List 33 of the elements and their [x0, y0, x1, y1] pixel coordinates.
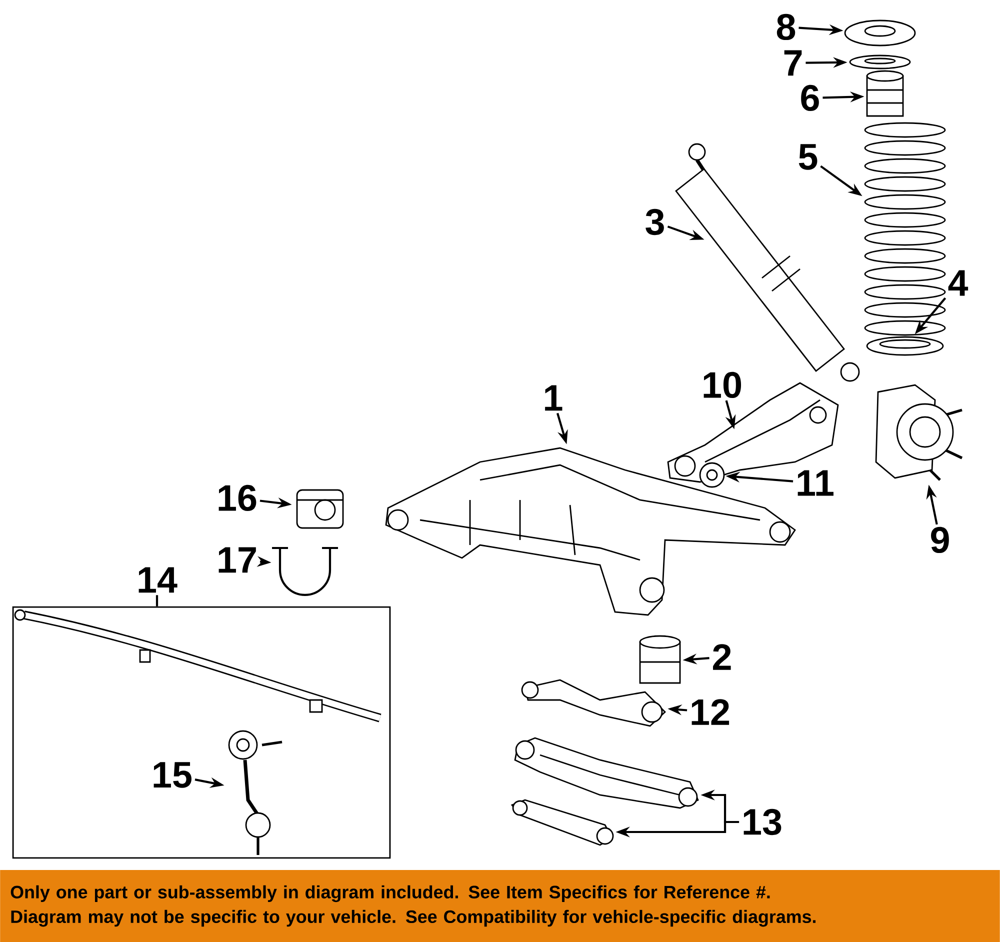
stabilizer-bar-drawing	[14, 609, 382, 722]
callout-number: 17	[218, 547, 256, 573]
leader-line	[156, 595, 158, 606]
subframe-drawing	[385, 447, 796, 616]
notice-banner: Only one part or sub-assembly in diagram included. See Item Specifics for Reference #. Diagram may not be specific to your vehicle. See Compatibility for vehicle-specific diagrams.	[0, 870, 1000, 942]
bushing-drawing	[699, 462, 725, 488]
callout-number: 15	[154, 762, 192, 788]
hub-drawing	[875, 384, 963, 481]
coil-spring-drawing	[864, 122, 946, 336]
callout-number: 12	[692, 699, 730, 725]
strut-mount-drawing	[844, 20, 916, 46]
callout-number: 7	[784, 50, 802, 76]
callout-number: 9	[931, 526, 949, 554]
callout-number: 13	[744, 808, 782, 836]
callout-number: 2	[713, 644, 731, 670]
callout-number: 10	[704, 372, 742, 398]
callout-number: 5	[798, 144, 818, 170]
callout-number: 8	[776, 14, 796, 40]
callout-number: 14	[138, 567, 178, 593]
control-arm-drawing	[514, 737, 699, 809]
spring-insulator-drawing	[866, 336, 944, 356]
callout-number: 4	[948, 270, 968, 296]
bracket-drawing	[272, 546, 338, 596]
callout-number: 6	[801, 84, 819, 112]
callout-number: 11	[798, 470, 834, 496]
group-frame	[12, 606, 391, 859]
bumper-drawing	[866, 70, 904, 117]
bushing-drawing	[639, 635, 681, 684]
callout-number: 16	[218, 484, 256, 512]
bushing-drawing	[296, 489, 344, 529]
callout-number: 3	[646, 208, 664, 236]
callout-number: 1	[545, 385, 562, 411]
stabilizer-link-drawing	[228, 730, 282, 855]
